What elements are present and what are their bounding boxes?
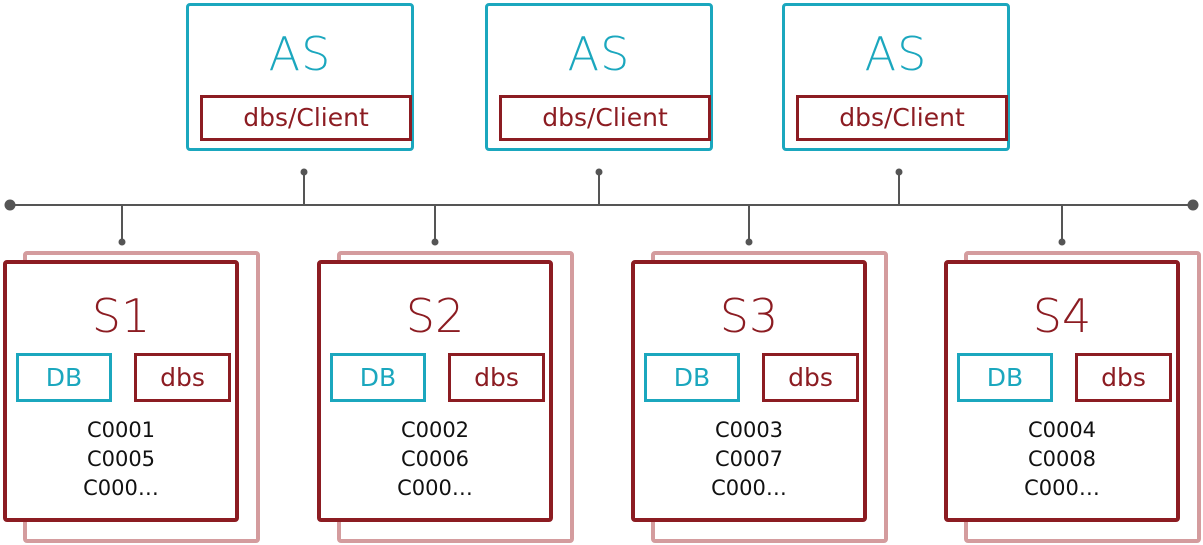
client-list: C0002 C0006 C000…: [321, 416, 549, 503]
server-4: S4 DB dbs C0004 C0008 C000…: [944, 260, 1180, 522]
client-id: C000…: [397, 476, 473, 500]
app-server-3: AS dbs/Client: [782, 3, 1010, 151]
dbs-client-box: dbs/Client: [796, 95, 1008, 141]
server-2: S2 DB dbs C0002 C0006 C000…: [317, 260, 553, 522]
client-id: C000…: [1024, 476, 1100, 500]
client-id: C0006: [400, 447, 470, 471]
client-list: C0001 C0005 C000…: [7, 416, 235, 503]
s4-connector-dot: [1058, 238, 1066, 246]
server-title: S4: [1032, 289, 1092, 343]
db-box: DB: [957, 353, 1053, 402]
db-box: DB: [16, 353, 112, 402]
client-id: C000…: [83, 476, 159, 500]
s2-connector-dot: [431, 238, 439, 246]
client-id: C0008: [1027, 447, 1097, 471]
client-id: C000…: [711, 476, 787, 500]
server-title: S1: [91, 289, 151, 343]
app-server-1: AS dbs/Client: [186, 3, 414, 151]
client-id: C0003: [714, 418, 784, 442]
db-box: DB: [330, 353, 426, 402]
dbs-client-box: dbs/Client: [200, 95, 412, 141]
client-list: C0004 C0008 C000…: [948, 416, 1176, 503]
dbs-box: dbs: [134, 353, 231, 402]
server-3: S3 DB dbs C0003 C0007 C000…: [631, 260, 867, 522]
as-1-connector-dot: [300, 168, 308, 176]
s1-connector-dot: [118, 238, 126, 246]
dbs-box: dbs: [1075, 353, 1172, 402]
as-2-connector-dot: [595, 168, 603, 176]
app-server-title: AS: [268, 27, 332, 81]
app-server-title: AS: [864, 27, 928, 81]
bus-end-right: [1187, 199, 1199, 211]
s3-connector-dot: [745, 238, 753, 246]
dbs-client-box: dbs/Client: [499, 95, 711, 141]
db-box: DB: [644, 353, 740, 402]
dbs-box: dbs: [448, 353, 545, 402]
bus-end-left: [4, 199, 16, 211]
client-id: C0004: [1027, 418, 1097, 442]
server-title: S2: [405, 289, 465, 343]
dbs-box: dbs: [762, 353, 859, 402]
client-id: C0005: [86, 447, 156, 471]
server-1: S1 DB dbs C0001 C0005 C000…: [3, 260, 239, 522]
client-id: C0001: [86, 418, 156, 442]
client-id: C0007: [714, 447, 784, 471]
client-list: C0003 C0007 C000…: [635, 416, 863, 503]
as-3-connector-dot: [895, 168, 903, 176]
app-server-title: AS: [567, 27, 631, 81]
app-server-2: AS dbs/Client: [485, 3, 713, 151]
client-id: C0002: [400, 418, 470, 442]
server-title: S3: [719, 289, 779, 343]
